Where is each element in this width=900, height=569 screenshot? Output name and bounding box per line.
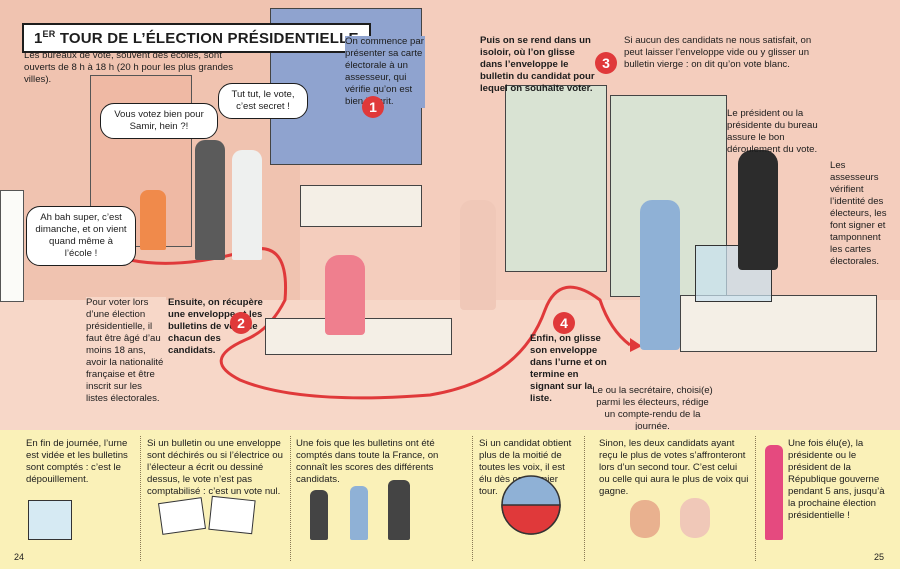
- voting-booth-1: [505, 85, 607, 272]
- step-3-badge: 3: [595, 52, 617, 74]
- voter-walking-figure: [460, 200, 496, 310]
- divider: [755, 436, 757, 561]
- bottom-band: [0, 430, 900, 569]
- step-4-text: Enfin, on glisse son enveloppe dans l’ur…: [530, 333, 607, 404]
- torn-envelope-icon: [157, 497, 207, 535]
- candidate-figure: [388, 480, 410, 540]
- step-4-badge: 4: [553, 312, 575, 334]
- step-3-text: Puis on se rend dans un isoloir, où l’on…: [480, 35, 595, 94]
- divider: [472, 436, 474, 561]
- doodled-ballot-icon: [208, 495, 256, 535]
- bottom-text-depouillement: En fin de journée, l’urne est vidée et l…: [26, 438, 128, 485]
- divider: [584, 436, 586, 561]
- conditions-note: Pour voter lors d’une élection président…: [86, 297, 166, 405]
- president-figure: [765, 445, 783, 540]
- step-2-text: Ensuite, on récupère une enveloppe et le…: [168, 297, 263, 356]
- candidate-face-icon: [630, 500, 660, 538]
- speech-bubble-samir: Vous votez bien pour Samir, hein ?!: [100, 103, 218, 139]
- step-1-badge: 1: [362, 96, 384, 118]
- candidate-figure: [350, 486, 368, 540]
- page-number-left: 24: [14, 552, 25, 562]
- candidate-face-icon: [680, 498, 710, 538]
- secretaire-note: Le ou la secrétaire, choisi(e) parmi les…: [592, 385, 713, 432]
- speech-bubble-secret: Tut tut, le vote, c’est secret !: [218, 83, 308, 119]
- bottom-text-mandat: Une fois élu(e), la présidente ou le pré…: [788, 438, 885, 521]
- step-2-badge: 2: [230, 312, 252, 334]
- whiteboard: [0, 190, 24, 302]
- step-1-text: On commence par présenter sa carte élect…: [345, 36, 425, 108]
- elderly-voter-figure: [325, 255, 365, 335]
- speech-bubble-dimanche: Ah bah super, c’est dimanche, et on vien…: [26, 206, 136, 266]
- bottom-text-second-tour: Sinon, les deux candidats ayant reçu le …: [599, 438, 749, 497]
- woman-figure: [195, 140, 225, 260]
- majority-pie-icon: [501, 475, 561, 535]
- divider: [290, 436, 292, 561]
- empty-urn-icon: [28, 500, 72, 540]
- vote-blanc-note: Si aucun des candidats ne nous satisfait…: [624, 35, 812, 70]
- assessor-table: [300, 185, 422, 227]
- page-title: 1ER TOUR DE L’ÉLECTION PRÉSIDENTIELLE: [22, 23, 371, 53]
- bottom-text-vote-nul: Si un bulletin ou une enveloppe sont déc…: [147, 438, 283, 497]
- president-figure: [738, 150, 778, 270]
- divider: [140, 436, 142, 561]
- president-note: Le président ou la présidente du bureau …: [727, 108, 818, 155]
- man-figure: [232, 150, 262, 260]
- child-figure: [140, 190, 166, 250]
- voter-at-urn-figure: [640, 200, 680, 350]
- assesseurs-note: Les assesseurs vérifient l’identité des …: [830, 160, 887, 267]
- page-number-right: 25: [874, 552, 885, 562]
- intro-text: Les bureaux de vote, souvent des écoles,…: [24, 50, 234, 85]
- bottom-text-scores: Une fois que les bulletins ont été compt…: [296, 438, 439, 485]
- urn-table: [680, 295, 877, 352]
- candidate-figure: [310, 490, 328, 540]
